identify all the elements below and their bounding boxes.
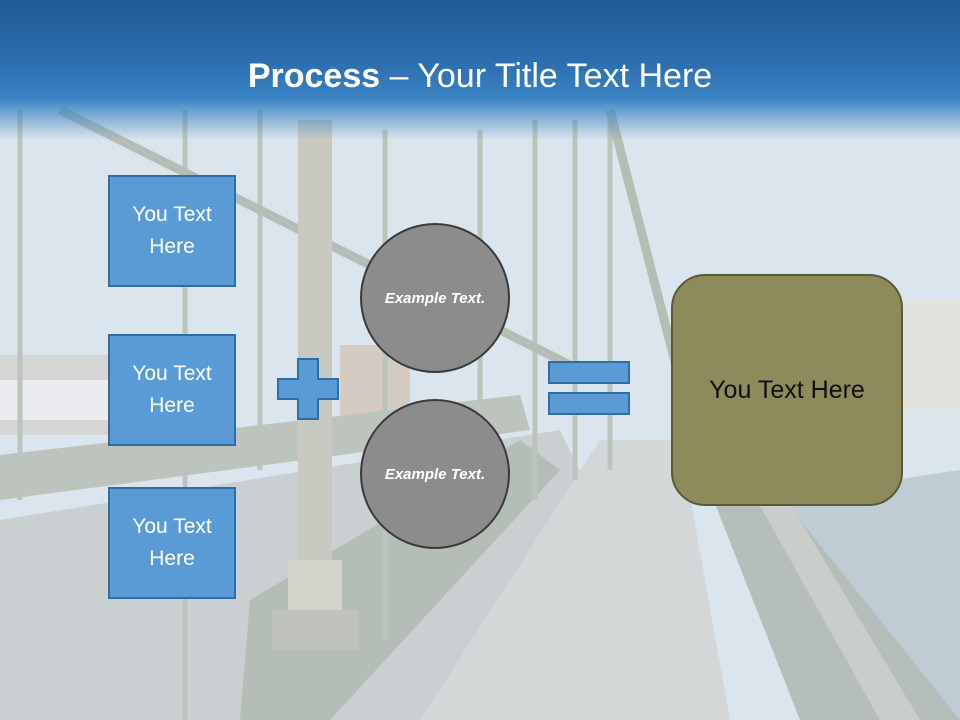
text-box-3: You Text Here	[108, 487, 236, 599]
text-box-1: You Text Here	[108, 175, 236, 287]
equals-icon	[548, 361, 630, 415]
title-rest: – Your Title Text Here	[380, 57, 713, 95]
title-band	[0, 0, 960, 140]
example-circle-1: Example Text.	[360, 223, 510, 373]
text-box-2: You Text Here	[108, 334, 236, 446]
slide-title: Process – Your Title Text Here	[0, 54, 960, 98]
title-bold: Process	[247, 57, 381, 95]
example-circle-2: Example Text.	[360, 399, 510, 549]
plus-icon	[277, 358, 339, 420]
result-box: You Text Here	[671, 274, 903, 506]
